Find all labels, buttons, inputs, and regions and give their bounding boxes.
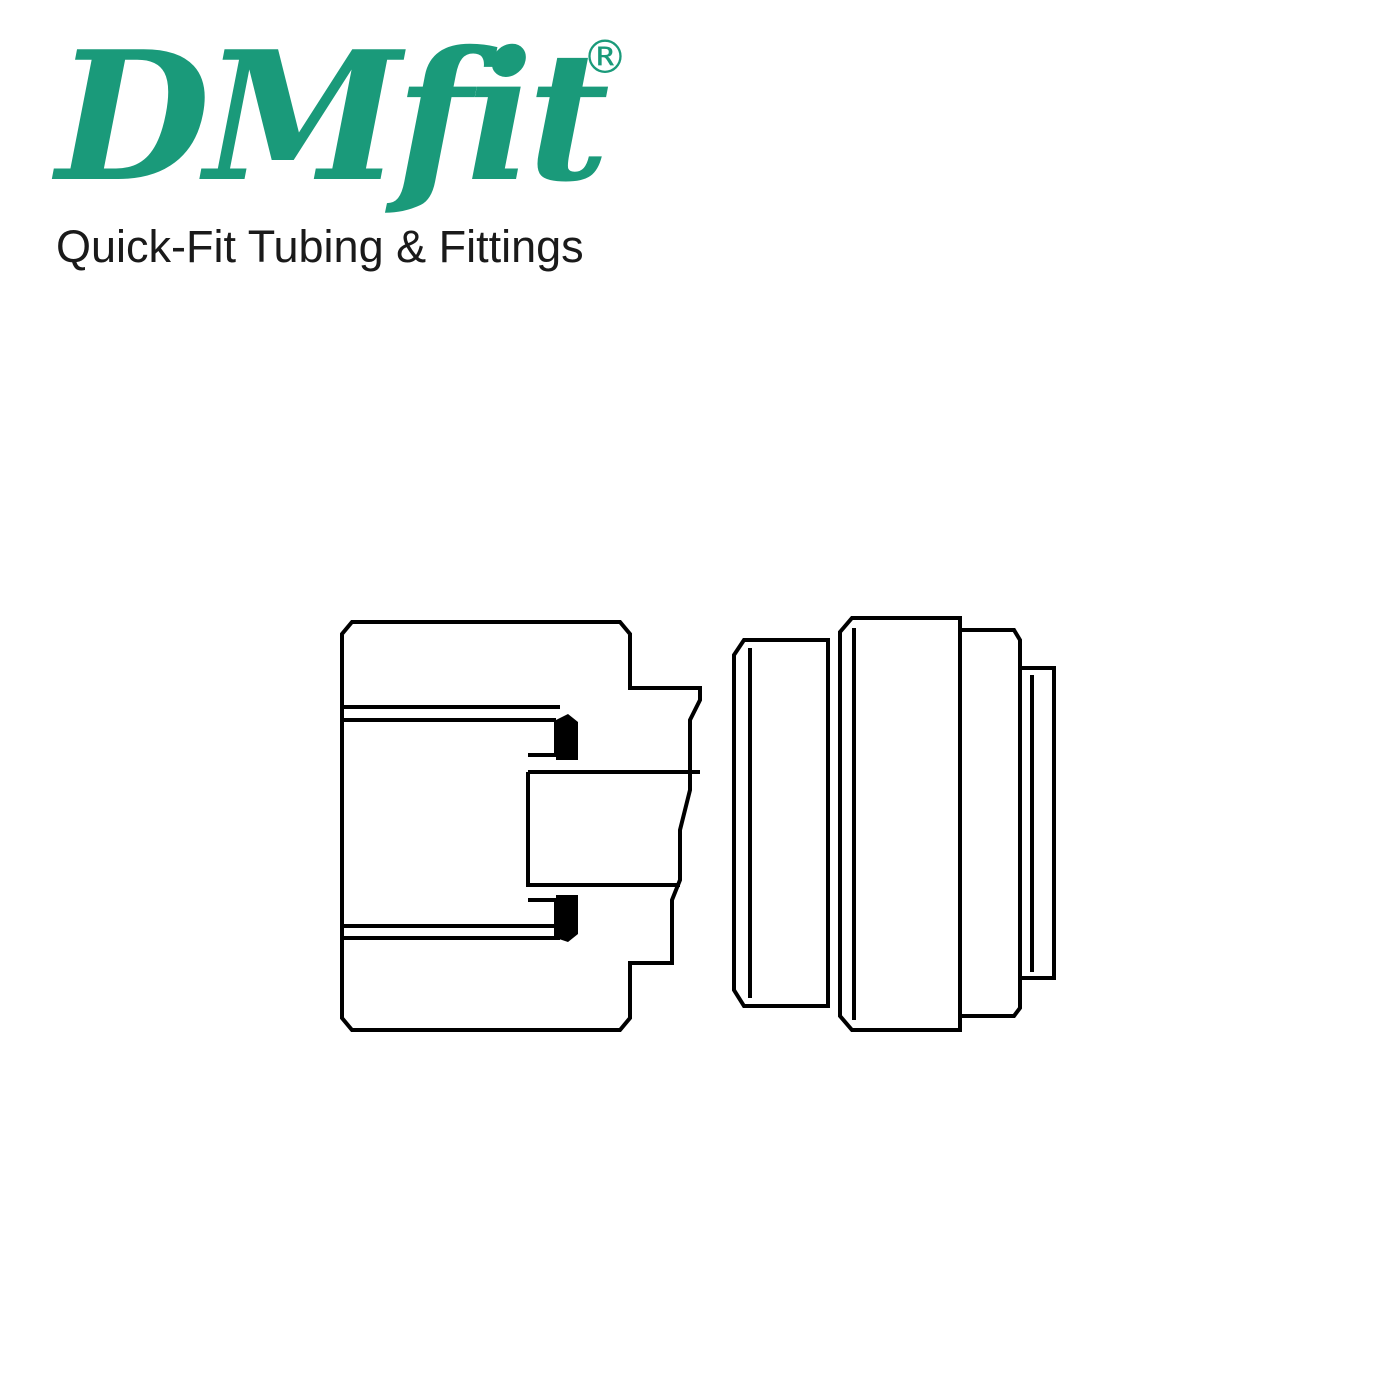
o-rings (556, 714, 578, 942)
threaded-body-outline (340, 620, 702, 1032)
stem-neck (528, 720, 558, 938)
fitting-outline (340, 616, 1056, 1032)
logo-tagline: Quick-Fit Tubing & Fittings (56, 221, 584, 272)
o-ring-top (556, 714, 578, 760)
stem-outline (526, 770, 700, 887)
collet-body-outline (732, 638, 830, 1008)
release-ring-outline (838, 616, 962, 1032)
brand-logo: DMfit ® Quick-Fit Tubing & Fittings (56, 28, 656, 278)
registered-mark: ® (582, 30, 628, 84)
o-ring-bottom (556, 895, 578, 942)
end-collar-outline (1020, 666, 1056, 980)
logo-wordmark: DMfit (56, 12, 610, 221)
cap-outline (960, 628, 1022, 1018)
